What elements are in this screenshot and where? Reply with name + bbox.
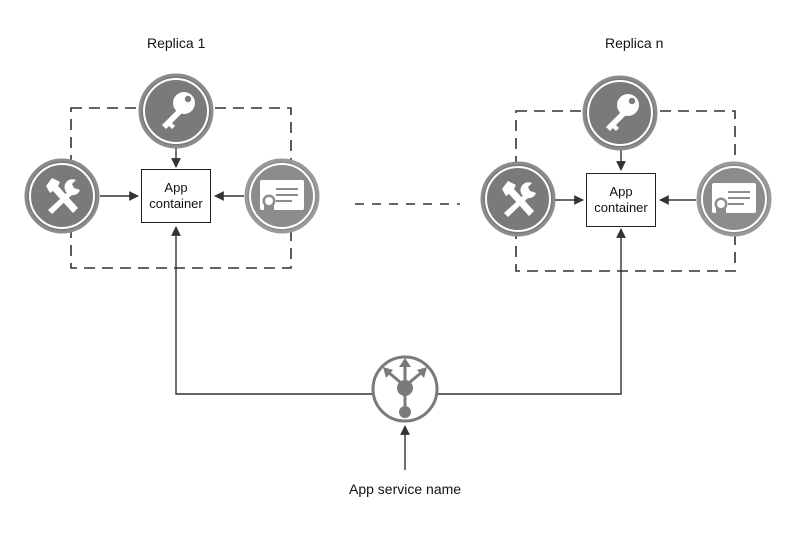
app-container-1-line2: container xyxy=(149,196,203,211)
certificate-icon xyxy=(696,161,772,237)
certificate-icon xyxy=(244,158,320,234)
key-icon xyxy=(138,73,214,149)
app-container-1: App container xyxy=(141,169,211,223)
service-name-label: App service name xyxy=(349,481,462,497)
app-container-1-line1: App xyxy=(164,180,188,195)
tools-icon xyxy=(480,161,556,237)
routing-icon xyxy=(371,355,439,423)
route-to-replica-1 xyxy=(171,226,372,395)
app-container-n-line2: container xyxy=(594,200,648,215)
app-container-n: App container xyxy=(586,173,656,227)
route-to-replica-n xyxy=(437,228,626,395)
app-container-n-line1: App xyxy=(609,184,633,199)
tools-icon xyxy=(24,158,100,234)
key-icon xyxy=(582,75,658,151)
replica-1-title: Replica 1 xyxy=(147,35,206,51)
replica-n-title: Replica n xyxy=(605,35,664,51)
